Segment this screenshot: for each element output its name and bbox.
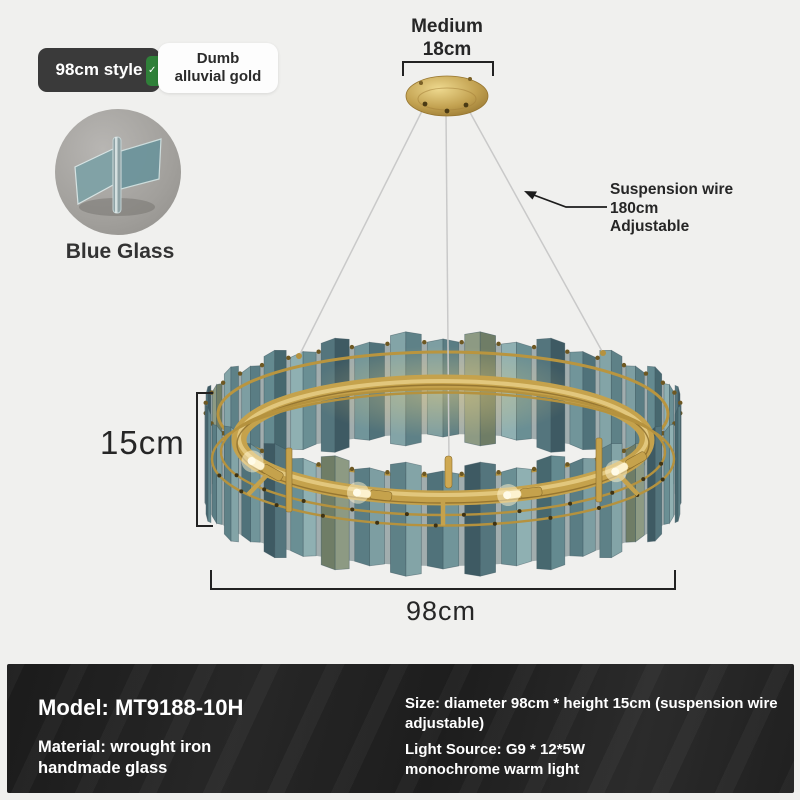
canopy-bracket — [402, 61, 494, 76]
blue-glass-swatch-image — [74, 136, 162, 216]
material-line1: Material: wrought iron — [38, 738, 212, 756]
size-text: Size: diameter 98cm * height 15cm (suspe… — [405, 694, 780, 734]
finish-label-line1: Dumb — [196, 50, 240, 67]
canopy-size-line1: Medium — [411, 16, 483, 37]
finish-label-line2: alluvial gold — [174, 68, 262, 85]
height-bracket — [196, 392, 213, 527]
spec-banner — [7, 664, 794, 793]
suspension-line3: Adjustable — [610, 218, 690, 235]
diameter-label: 98cm — [405, 596, 477, 626]
size-style-label: 98cm style — [55, 60, 143, 79]
material-swatch[interactable] — [55, 109, 181, 235]
suspension-line2: 180cm — [610, 199, 659, 217]
canopy-size-line2: 18cm — [422, 39, 472, 60]
light-line1: Light Source: G9 * 12*5W — [405, 741, 586, 758]
suspension-line1: Suspension wire — [610, 181, 734, 198]
canopy-size-label: Medium 18cm — [366, 15, 528, 61]
material-swatch-label: Blue Glass — [65, 240, 175, 263]
leader-arrow — [524, 191, 607, 208]
size-style-badge[interactable]: 98cm style — [38, 48, 160, 92]
finish-badge[interactable]: Dumb alluvial gold — [158, 43, 278, 93]
material-text: Material: wrought iron handmade glass — [38, 737, 211, 779]
light-line2: monochrome warm light — [405, 761, 580, 778]
diameter-bracket — [210, 570, 676, 590]
size-line1: Size: diameter 98cm * height 15cm (suspe… — [405, 695, 778, 712]
material-line2: handmade glass — [38, 759, 168, 777]
height-label: 15cm — [100, 424, 185, 461]
model-text: Model: MT9188-10H — [38, 695, 244, 720]
suspension-wire-label: Suspension wire 180cm Adjustable — [610, 181, 733, 237]
light-source-text: Light Source: G9 * 12*5W monochrome warm… — [405, 740, 585, 780]
size-line2: adjustable) — [405, 715, 485, 732]
